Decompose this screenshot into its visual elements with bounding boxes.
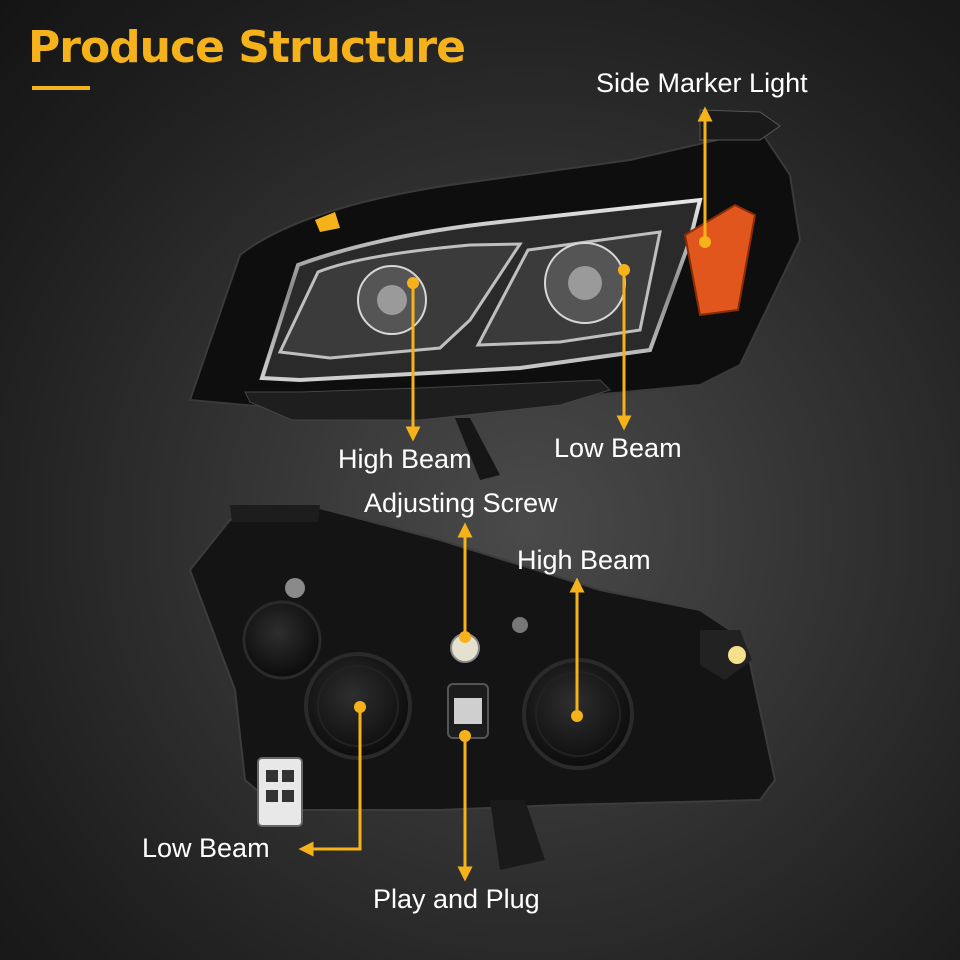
label-play-and-plug: Play and Plug bbox=[373, 884, 540, 914]
headlight-front-view bbox=[188, 109, 802, 480]
headlight-rear-view bbox=[188, 505, 777, 870]
title-underline bbox=[32, 86, 90, 90]
label-front-low-beam: Low Beam bbox=[554, 433, 682, 463]
leader-rear-low-beam bbox=[298, 707, 362, 857]
label-side-marker-light: Side Marker Light bbox=[596, 68, 808, 98]
label-front-high-beam: High Beam bbox=[338, 444, 472, 474]
label-rear-high-beam: High Beam bbox=[517, 545, 651, 575]
page-title: Produce Structure bbox=[28, 22, 466, 73]
label-adjusting-screw: Adjusting Screw bbox=[364, 488, 558, 518]
label-rear-low-beam: Low Beam bbox=[142, 833, 270, 863]
callout-leaders bbox=[298, 106, 713, 882]
